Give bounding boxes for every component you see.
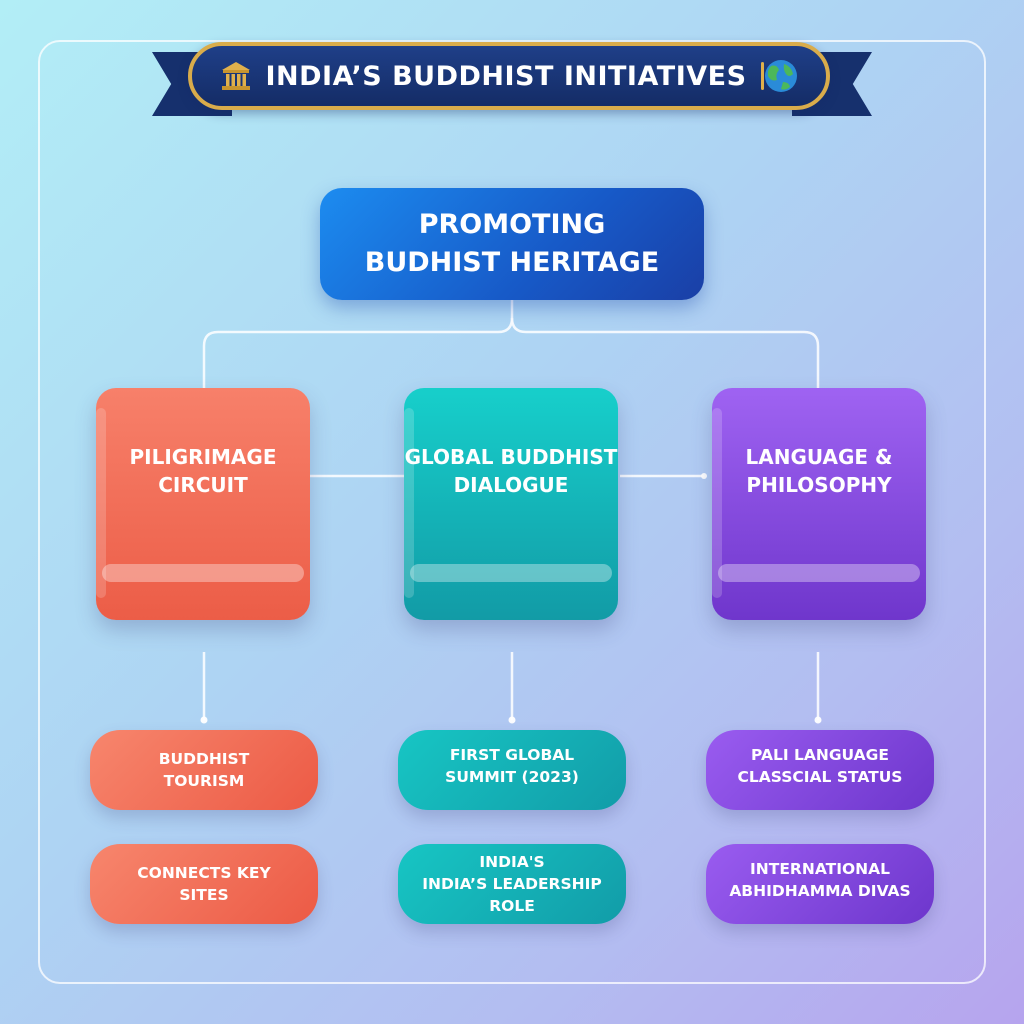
root-line-2: BUDHIST HERITAGE (364, 247, 660, 278)
banner-title: INDIA’S BUDDHIST INITIATIVES (265, 60, 747, 92)
category-label: LANGUAGE & (745, 445, 893, 469)
category-card-dialogue: GLOBAL BUDDHIST DIALOGUE (404, 388, 618, 620)
category-label: DIALOGUE (453, 473, 569, 497)
root-node-promoting-heritage: PROMOTING BUDHIST HERITAGE (320, 188, 704, 300)
category-label: GLOBAL BUDDHIST (404, 445, 618, 469)
item-line: TOURISM (163, 772, 245, 790)
card-bar (102, 564, 304, 582)
temple-icon (219, 60, 253, 92)
card-bar (718, 564, 920, 582)
item-line: INDIA’S LEADERSHIP (422, 875, 602, 893)
connector-root-right (510, 317, 820, 388)
item-line: BUDDHIST (158, 750, 250, 768)
connector-root-stem (497, 300, 514, 334)
connector-dot (508, 716, 516, 724)
category-label: PILIGRIMAGE (129, 445, 277, 469)
diagram-frame (38, 40, 986, 984)
globe-icon (759, 56, 799, 96)
item-line: INDIA'S (479, 853, 545, 871)
item-line: SITES (179, 886, 229, 904)
item-line: SUMMIT (2023) (445, 768, 579, 786)
item-first-global-summit: FIRST GLOBAL SUMMIT (2023) (398, 730, 626, 810)
item-buddhist-tourism: BUDDHIST TOURISM (90, 730, 318, 810)
category-card-language: LANGUAGE & PHILOSOPHY (712, 388, 926, 620)
item-india-leadership-role: INDIA'S INDIA’S LEADERSHIP ROLE (398, 844, 626, 924)
item-line: ABHIDHAMMA DIVAS (729, 882, 911, 900)
item-line: ROLE (489, 897, 535, 915)
connector-dot (814, 716, 822, 724)
category-card-pilgrimage: PILIGRIMAGE CIRCUIT (96, 388, 310, 620)
title-banner: INDIA’S BUDDHIST INITIATIVES (188, 42, 830, 110)
category-label: CIRCUIT (158, 473, 248, 497)
card-bar (410, 564, 612, 582)
item-line: PALI LANGUAGE (751, 746, 889, 764)
item-line: CONNECTS KEY (137, 864, 271, 882)
item-line: CLASSCIAL STATUS (737, 768, 903, 786)
connector-root-left (202, 330, 498, 388)
item-pali-language: PALI LANGUAGE CLASSCIAL STATUS (706, 730, 934, 810)
item-abhidhamma-divas: INTERNATIONAL ABHIDHAMMA DIVAS (706, 844, 934, 924)
item-line: FIRST GLOBAL (449, 746, 575, 764)
root-line-1: PROMOTING (418, 209, 606, 240)
connector-dot (200, 716, 208, 724)
item-connects-key-sites: CONNECTS KEY SITES (90, 844, 318, 924)
connector-dot (701, 473, 707, 479)
category-label: PHILOSOPHY (746, 473, 892, 497)
item-line: INTERNATIONAL (750, 860, 890, 878)
